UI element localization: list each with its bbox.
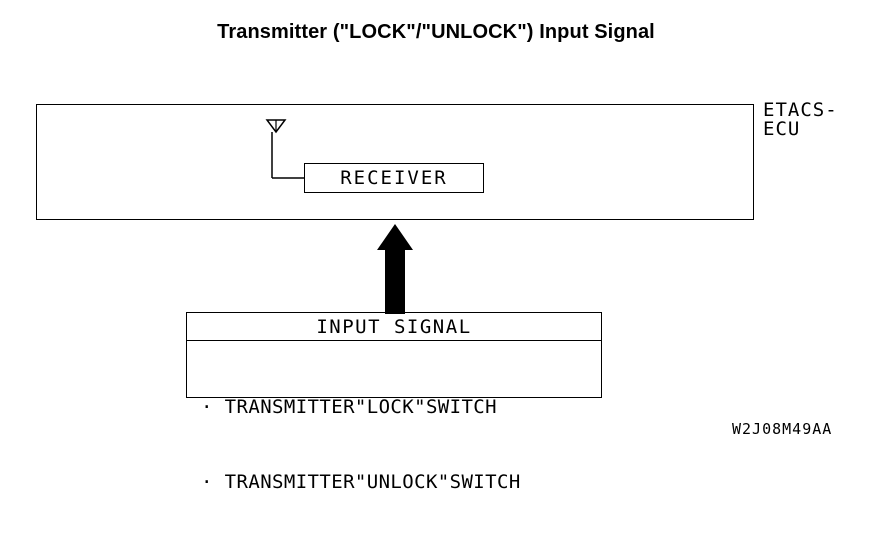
ecu-box [36,104,754,220]
input-signal-item-unlock: · TRANSMITTER"UNLOCK"SWITCH [201,471,521,493]
receiver-box: RECEIVER [304,163,484,193]
receiver-label: RECEIVER [340,167,448,189]
figure-code: W2J08M49AA [732,420,833,438]
ecu-label: ETACS- ECU [763,101,838,139]
input-signal-header: INPUT SIGNAL [187,313,601,341]
up-arrow-icon [377,224,413,314]
diagram-title: Transmitter ("LOCK"/"UNLOCK") Input Sign… [217,21,655,43]
antenna-icon [265,119,305,179]
ecu-label-line1: ETACS- [763,99,838,121]
input-signal-item-lock: · TRANSMITTER"LOCK"SWITCH [201,396,497,418]
input-signal-list: · TRANSMITTER"LOCK"SWITCH · TRANSMITTER"… [187,341,601,545]
input-signal-box: INPUT SIGNAL · TRANSMITTER"LOCK"SWITCH ·… [186,312,602,493]
ecu-label-line2: ECU [763,118,801,140]
